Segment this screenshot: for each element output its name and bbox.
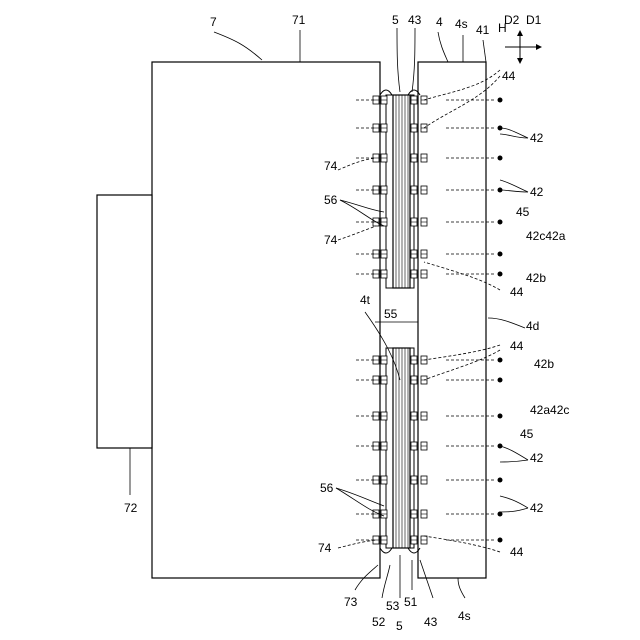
label-4: 4 — [436, 15, 443, 29]
label-45a: 45 — [516, 205, 530, 219]
solid-leader — [500, 460, 528, 462]
solid-leader — [500, 446, 528, 460]
screw-mark — [381, 442, 387, 450]
screw-mark — [421, 218, 427, 226]
screw-mark — [381, 270, 387, 278]
label-42b: 42 — [530, 185, 544, 199]
label-42c42a-top: 42c42a — [526, 229, 566, 243]
screw-mark — [421, 536, 427, 544]
screw-mark — [381, 412, 387, 420]
screw-mark — [381, 186, 387, 194]
label-71: 71 — [292, 13, 306, 27]
screw-mark — [421, 270, 427, 278]
label-55: 55 — [384, 307, 398, 321]
solid-leader — [500, 496, 528, 508]
screw-mark — [411, 154, 417, 162]
label-56b: 56 — [320, 481, 334, 495]
connector-51 — [380, 548, 420, 553]
screw-mark — [411, 476, 417, 484]
label-D1: D1 — [526, 13, 542, 27]
screw-mark — [381, 376, 387, 384]
screw-mark — [411, 442, 417, 450]
label-42c: 42 — [530, 451, 544, 465]
screw-mark — [421, 442, 427, 450]
stack-5-bottom — [386, 348, 414, 548]
label-43-top: 43 — [408, 13, 422, 27]
stack-5-top — [386, 95, 414, 288]
label-4t: 4t — [360, 293, 371, 307]
label-5-bot: 5 — [396, 619, 403, 633]
screw-mark — [381, 356, 387, 364]
label-74a: 74 — [324, 159, 338, 173]
screw-mark — [411, 96, 417, 104]
screw-mark — [411, 270, 417, 278]
body-72 — [97, 195, 152, 448]
screw-mark — [381, 510, 387, 518]
label-42b-mid: 42b — [534, 357, 554, 371]
label-44b: 44 — [510, 285, 524, 299]
label-4s-top: 4s — [455, 17, 468, 31]
screw-mark — [411, 412, 417, 420]
label-45b: 45 — [520, 427, 534, 441]
label-7: 7 — [210, 15, 217, 29]
label-42a: 42 — [530, 131, 544, 145]
label-43-bot: 43 — [424, 615, 438, 629]
screw-mark — [421, 476, 427, 484]
screw-mark — [411, 510, 417, 518]
screw-mark — [421, 510, 427, 518]
screw-mark — [421, 154, 427, 162]
screw-mark — [411, 376, 417, 384]
body-7 — [152, 62, 380, 578]
screw-mark — [421, 186, 427, 194]
screw-mark — [381, 250, 387, 258]
label-4d: 4d — [526, 319, 539, 333]
screw-mark — [421, 250, 427, 258]
label-4s-bot: 4s — [458, 609, 471, 623]
label-D2: D2 — [504, 13, 520, 27]
screw-mark — [411, 124, 417, 132]
screw-mark — [381, 536, 387, 544]
screw-mark — [421, 412, 427, 420]
label-42a42c-mid: 42a42c — [530, 403, 569, 417]
screw-mark — [381, 476, 387, 484]
label-42d: 42 — [530, 501, 544, 515]
screw-mark — [381, 124, 387, 132]
label-5-top: 5 — [392, 13, 399, 27]
body-4 — [418, 62, 486, 578]
label-51: 51 — [404, 595, 418, 609]
label-73: 73 — [344, 595, 358, 609]
direction-indicator — [505, 30, 542, 64]
screw-mark — [411, 218, 417, 226]
label-42b-top: 42b — [526, 271, 546, 285]
label-74b: 74 — [324, 233, 338, 247]
screw-mark — [381, 154, 387, 162]
label-44a: 44 — [502, 69, 516, 83]
label-53: 53 — [386, 599, 400, 613]
label-72: 72 — [124, 501, 138, 515]
label-56a: 56 — [324, 193, 338, 207]
screw-mark — [411, 250, 417, 258]
label-41: 41 — [476, 23, 490, 37]
label-74c: 74 — [318, 541, 332, 555]
solid-leader — [500, 508, 528, 512]
screw-mark — [411, 186, 417, 194]
label-44c: 44 — [510, 339, 524, 353]
screw-mark — [411, 536, 417, 544]
screw-mark — [411, 356, 417, 364]
label-44d: 44 — [510, 545, 524, 559]
screw-mark — [381, 96, 387, 104]
label-52: 52 — [372, 615, 386, 629]
